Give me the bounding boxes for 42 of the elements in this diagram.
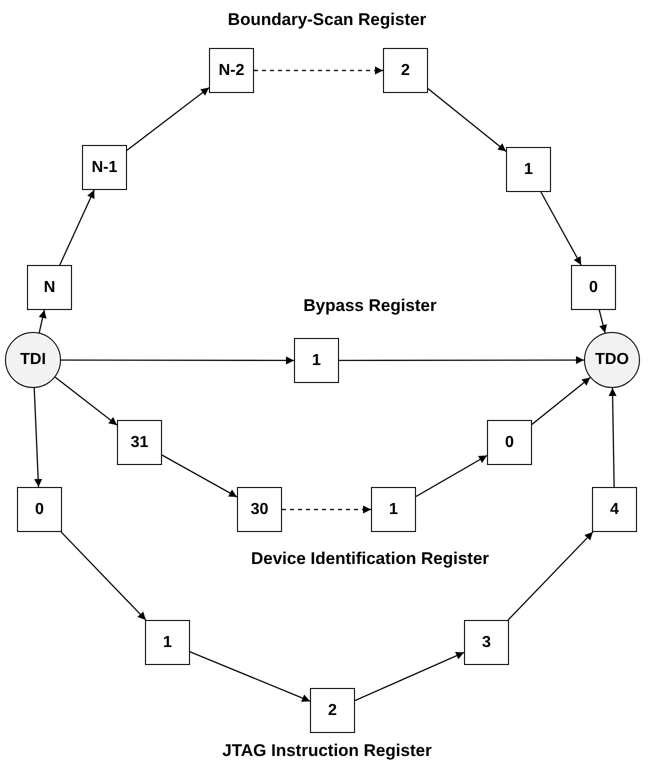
- register-cell: 0: [487, 420, 532, 465]
- terminal-circle: TDI: [5, 332, 61, 388]
- arrow: [339, 356, 584, 364]
- register-title: Boundary-Scan Register: [228, 10, 426, 30]
- register-cell: 4: [592, 487, 637, 532]
- arrow: [59, 190, 95, 266]
- register-cell: 0: [571, 265, 616, 310]
- arrow: [428, 88, 506, 152]
- terminal-circle: TDO: [584, 332, 640, 388]
- arrow: [162, 454, 238, 498]
- register-cell: 3: [464, 620, 509, 665]
- arrow: [532, 377, 591, 425]
- register-cell: 0: [17, 487, 62, 532]
- arrow: [61, 356, 294, 364]
- register-cell: 30: [237, 487, 282, 532]
- register-cell: 1: [294, 338, 339, 383]
- register-cell: 1: [506, 147, 551, 192]
- register-title: JTAG Instruction Register: [222, 741, 432, 761]
- arrow: [508, 532, 594, 620]
- register-cell: 2: [383, 48, 428, 93]
- arrow: [354, 652, 464, 702]
- arrow: [38, 310, 46, 333]
- register-cell: N: [27, 265, 72, 310]
- arrow: [126, 87, 210, 151]
- register-cell: 1: [145, 620, 190, 665]
- register-cell: N-2: [209, 48, 254, 93]
- arrow: [540, 192, 582, 266]
- register-cell: 1: [371, 487, 416, 532]
- register-cell: 2: [310, 688, 355, 733]
- register-title: Bypass Register: [303, 296, 437, 316]
- arrow: [416, 454, 488, 498]
- arrow: [60, 532, 146, 620]
- arrow: [34, 388, 42, 488]
- arrow: [54, 376, 118, 426]
- arrow: [254, 66, 383, 74]
- register-cell: 31: [117, 420, 162, 465]
- arrow: [598, 310, 607, 334]
- arrow: [608, 388, 617, 488]
- register-cell: N-1: [82, 145, 127, 190]
- register-title: Device Identification Register: [250, 549, 490, 569]
- arrow: [190, 651, 310, 702]
- arrow: [282, 506, 371, 514]
